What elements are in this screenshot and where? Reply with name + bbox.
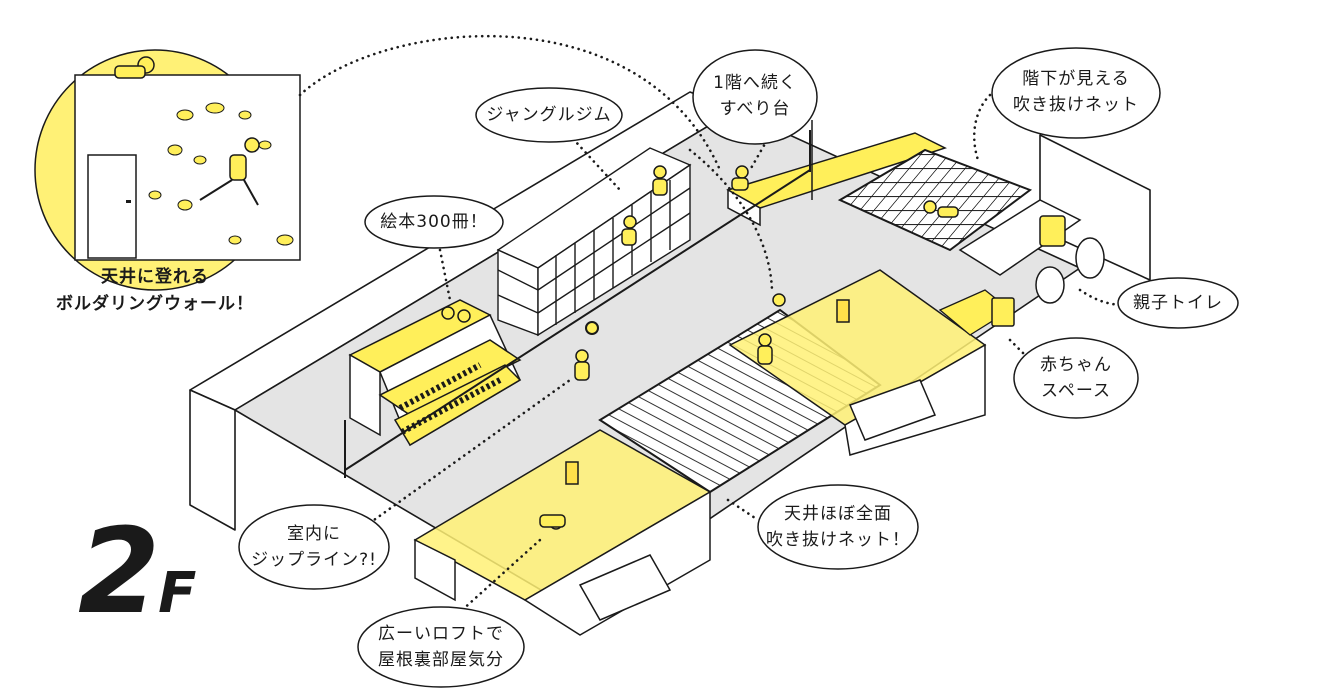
zipline-handle-icon <box>585 321 599 335</box>
bubble-ceiling-net <box>757 484 919 570</box>
bubble-jungle-gym <box>475 87 623 143</box>
floor-label: 2F <box>78 512 196 630</box>
callout-loft: 広ーいロフトで 屋根裏部屋気分 <box>362 621 520 673</box>
jungle-gym <box>496 147 692 337</box>
callout-jungle-gym-line1: ジャングルジム <box>486 105 612 125</box>
toilet-icon <box>1035 266 1065 304</box>
building-shell <box>189 91 1151 611</box>
bubble-zipline <box>238 504 390 590</box>
callout-zipline: 室内に ジップライン?! <box>244 521 384 573</box>
callout-slide-line1: 1階へ続く <box>713 73 797 93</box>
callout-bouldering-line1: 天井に登れる <box>101 267 209 287</box>
callout-loft-line1: 広ーいロフトで <box>378 624 504 644</box>
bookshelf <box>348 299 522 447</box>
bubble-loft <box>357 606 525 688</box>
callout-net-view-line1: 階下が見える <box>1022 69 1130 89</box>
callout-picture-books: 絵本300冊！ <box>370 209 498 235</box>
callout-baby-space: 赤ちゃん スペース <box>1020 352 1132 404</box>
floor-number: 2 <box>78 502 160 640</box>
callout-net-view: 階下が見える 吹き抜けネット <box>1004 66 1148 118</box>
callout-baby-space-line1: 赤ちゃん <box>1040 355 1112 375</box>
bubble-family-toilet <box>1117 277 1239 329</box>
climbing-hold-icon <box>148 102 294 246</box>
loft-room-right <box>728 269 987 456</box>
callout-bouldering-line2: ボルダリングウォール！ <box>56 294 254 314</box>
left-wall <box>189 389 236 531</box>
callout-baby-space-line2: スペース <box>1041 381 1111 401</box>
bubble-picture-books <box>364 195 504 249</box>
callout-ceiling-net-line2: 吹き抜けネット！ <box>766 530 910 550</box>
callout-family-toilet-line1: 親子トイレ <box>1133 293 1223 313</box>
callout-zipline-line1: 室内に <box>287 524 341 544</box>
callout-ceiling-net: 天井ほぼ全面 吹き抜けネット！ <box>762 501 914 553</box>
person-figure-icon <box>735 165 749 179</box>
callout-jungle-gym: ジャングルジム <box>479 102 619 128</box>
callout-net-view-line2: 吹き抜けネット <box>1013 95 1139 115</box>
callout-zipline-line2: ジップライン?! <box>251 550 377 570</box>
speech-bubbles <box>238 47 1239 688</box>
bubble-baby-space <box>1013 337 1139 419</box>
bubble-slide <box>692 49 818 145</box>
floor-suffix: F <box>158 561 196 626</box>
toilet-area <box>958 199 1105 327</box>
callout-picture-books-line1: 絵本300冊！ <box>380 212 488 232</box>
callout-family-toilet: 親子トイレ <box>1124 290 1232 316</box>
sink-icon <box>1039 215 1066 247</box>
bouldering-closeup <box>34 49 301 291</box>
callout-loft-line2: 屋根裏部屋気分 <box>378 650 504 670</box>
callout-slide-line2: すべり台 <box>719 99 791 119</box>
people <box>441 165 959 530</box>
zipline <box>344 130 811 478</box>
bubble-net-view <box>991 47 1161 139</box>
net-view-area <box>837 148 1033 252</box>
right-back-wall <box>1039 134 1151 281</box>
callout-bouldering: 天井に登れる ボルダリングウォール！ <box>55 264 255 318</box>
callout-slide: 1階へ続く すべり台 <box>700 70 810 122</box>
door-icon <box>87 154 137 259</box>
callout-ceiling-net-line1: 天井ほぼ全面 <box>784 504 892 524</box>
